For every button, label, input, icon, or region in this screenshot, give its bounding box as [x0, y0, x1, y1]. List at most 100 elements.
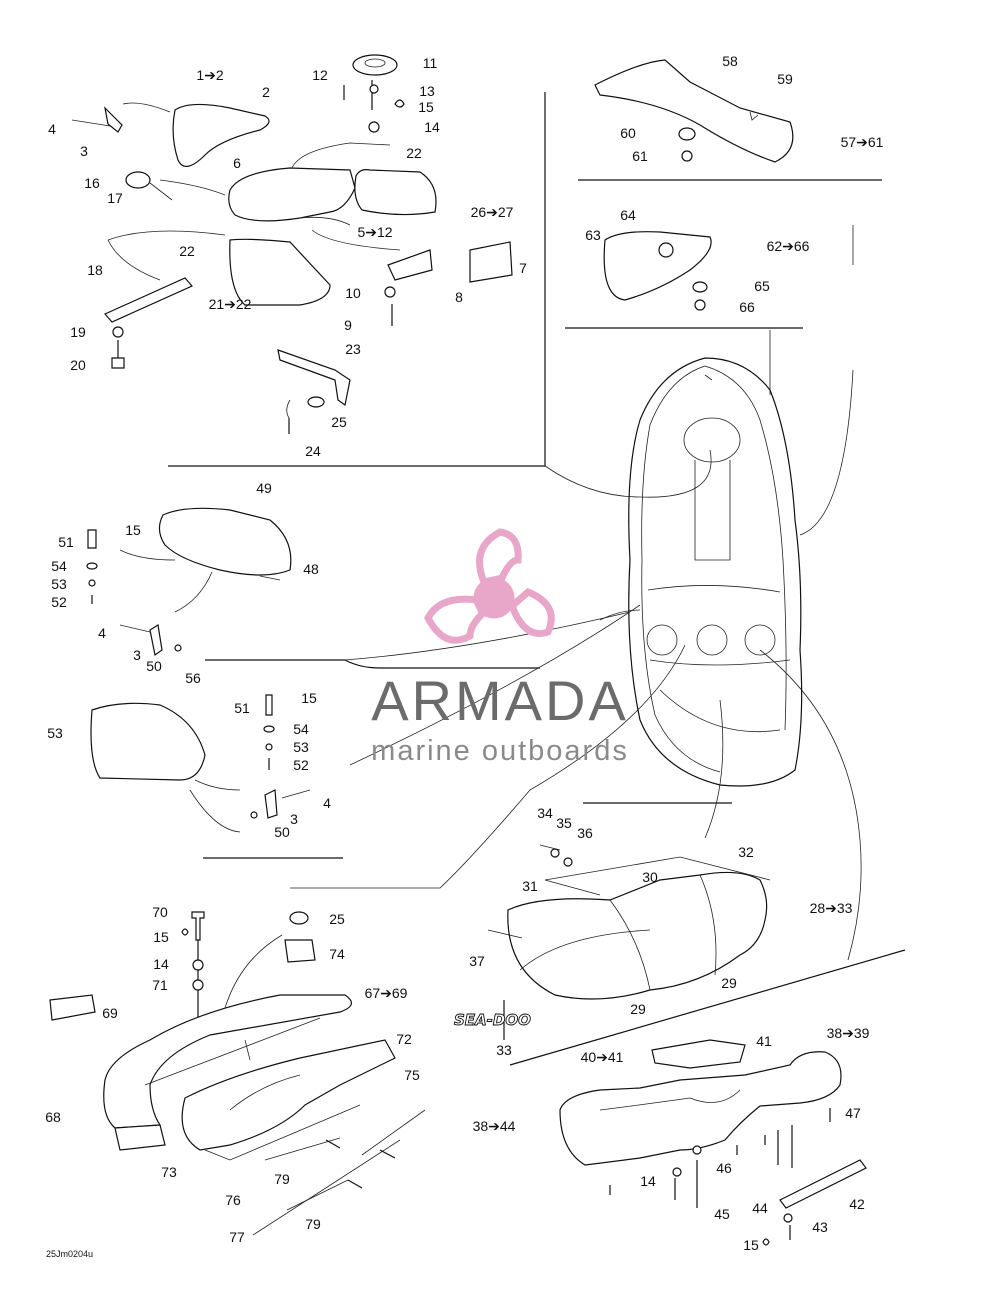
- callout-c-33: 33: [496, 1042, 512, 1058]
- callout-c-59: 59: [777, 71, 793, 87]
- callout-c-52b: 52: [293, 757, 309, 773]
- callout-c-8: 8: [455, 289, 463, 305]
- callout-c-10: 10: [345, 285, 361, 301]
- callout-c-67-69: 67➔69: [365, 985, 408, 1001]
- callout-c-12a: 12: [312, 67, 328, 83]
- callout-c-63: 63: [585, 227, 601, 243]
- watermark-title: ARMADA: [371, 669, 629, 732]
- callout-c-14b: 14: [153, 956, 169, 972]
- callout-c-36: 36: [577, 825, 593, 841]
- callout-c-40-41: 40➔41: [581, 1049, 624, 1065]
- top-right-panels: [594, 59, 794, 311]
- callout-c-56: 56: [185, 670, 201, 686]
- callout-c-57-61: 57➔61: [841, 134, 884, 150]
- callout-c-62-66: 62➔66: [767, 238, 810, 254]
- callout-c-6: 6: [233, 155, 241, 171]
- callout-c-14c: 14: [640, 1173, 656, 1189]
- callout-c-24: 24: [305, 443, 321, 459]
- callout-c-19: 19: [70, 324, 86, 340]
- callout-c-68: 68: [45, 1109, 61, 1125]
- callout-c-58: 58: [722, 53, 738, 69]
- callout-c-73: 73: [161, 1164, 177, 1180]
- callout-c-7: 7: [519, 260, 527, 276]
- callout-c-15a: 15: [418, 99, 434, 115]
- callout-c-22b: 22: [179, 243, 195, 259]
- callout-c-1-2: 1➔2: [196, 67, 224, 83]
- callout-c-23: 23: [345, 341, 361, 357]
- callout-c-46: 46: [716, 1160, 732, 1176]
- callout-c-15b: 15: [125, 522, 141, 538]
- callout-c-60: 60: [620, 125, 636, 141]
- callout-c-37: 37: [469, 953, 485, 969]
- callout-c-25a: 25: [331, 414, 347, 430]
- callout-c-25b: 25: [329, 911, 345, 927]
- callout-c-14a: 14: [424, 119, 440, 135]
- hull-deck: [599, 357, 803, 787]
- callout-c-16: 16: [84, 175, 100, 191]
- underseat-parts: [559, 1039, 867, 1246]
- callout-c-21-22: 21➔22: [209, 296, 252, 312]
- callout-c-15e: 15: [743, 1237, 759, 1253]
- seat-cover-parts: [71, 54, 513, 434]
- callout-c-53c: 53: [293, 739, 309, 755]
- callout-c-76: 76: [225, 1192, 241, 1208]
- callout-c-29a: 29: [721, 975, 737, 991]
- callout-c-52a: 52: [51, 594, 67, 610]
- svg-text:SEA-DOO: SEA-DOO: [454, 1011, 531, 1029]
- callout-c-61: 61: [632, 148, 648, 164]
- callout-c-53b: 53: [47, 725, 63, 741]
- callout-c-31: 31: [522, 878, 538, 894]
- callout-c-54b: 54: [293, 721, 309, 737]
- callout-c-75: 75: [404, 1067, 420, 1083]
- callout-c-53a: 53: [51, 576, 67, 592]
- callout-c-51b: 51: [234, 700, 250, 716]
- sea-doo-logo: SEA-DOO: [454, 1011, 532, 1030]
- callout-c-4b: 4: [98, 625, 106, 641]
- callout-c-3a: 3: [80, 143, 88, 159]
- watermark-logo: ARMADA marine outboards: [371, 528, 629, 767]
- callout-c-77: 77: [229, 1229, 245, 1245]
- callout-c-5-12: 5➔12: [357, 224, 392, 240]
- callout-c-65: 65: [754, 278, 770, 294]
- callout-c-69: 69: [102, 1005, 118, 1021]
- callout-c-70: 70: [152, 904, 168, 920]
- callout-c-26-27: 26➔27: [471, 204, 514, 220]
- callout-c-71: 71: [152, 977, 168, 993]
- callout-c-43: 43: [812, 1219, 828, 1235]
- callout-c-11: 11: [423, 55, 438, 71]
- callout-c-3c: 3: [290, 811, 298, 827]
- callout-c-49: 49: [256, 480, 272, 496]
- callout-c-66: 66: [739, 299, 755, 315]
- callout-c-44: 44: [752, 1200, 768, 1216]
- callout-c-29b: 29: [630, 1001, 646, 1017]
- callout-c-42: 42: [849, 1196, 865, 1212]
- callout-c-3b: 3: [133, 647, 141, 663]
- leader-curves: [290, 449, 862, 961]
- diagram-code: 25Jm0204u: [46, 1249, 93, 1259]
- callout-c-79a: 79: [274, 1171, 290, 1187]
- callout-c-18: 18: [87, 262, 103, 278]
- callout-c-47: 47: [845, 1105, 861, 1121]
- callout-c-34: 34: [537, 805, 553, 821]
- callout-c-28-33: 28➔33: [810, 900, 853, 916]
- callout-c-4c: 4: [323, 795, 331, 811]
- callout-c-35: 35: [556, 815, 572, 831]
- callout-c-30: 30: [642, 869, 658, 885]
- callout-c-72: 72: [396, 1031, 412, 1047]
- callout-c-50a: 50: [146, 658, 162, 674]
- callout-c-9: 9: [344, 317, 352, 333]
- callout-c-38-44: 38➔44: [473, 1118, 516, 1134]
- callout-c-48: 48: [303, 561, 319, 577]
- callout-c-51a: 51: [58, 534, 74, 550]
- callout-c-79b: 79: [305, 1216, 321, 1232]
- callout-c-54a: 54: [51, 558, 67, 574]
- callout-c-22a: 22: [406, 145, 422, 161]
- callout-c-38-39: 38➔39: [827, 1025, 870, 1041]
- seat-lower: [487, 844, 771, 1040]
- callout-c-17: 17: [107, 190, 123, 206]
- callout-c-2: 2: [262, 84, 270, 100]
- callout-c-20: 20: [70, 357, 86, 373]
- callout-c-64: 64: [620, 207, 636, 223]
